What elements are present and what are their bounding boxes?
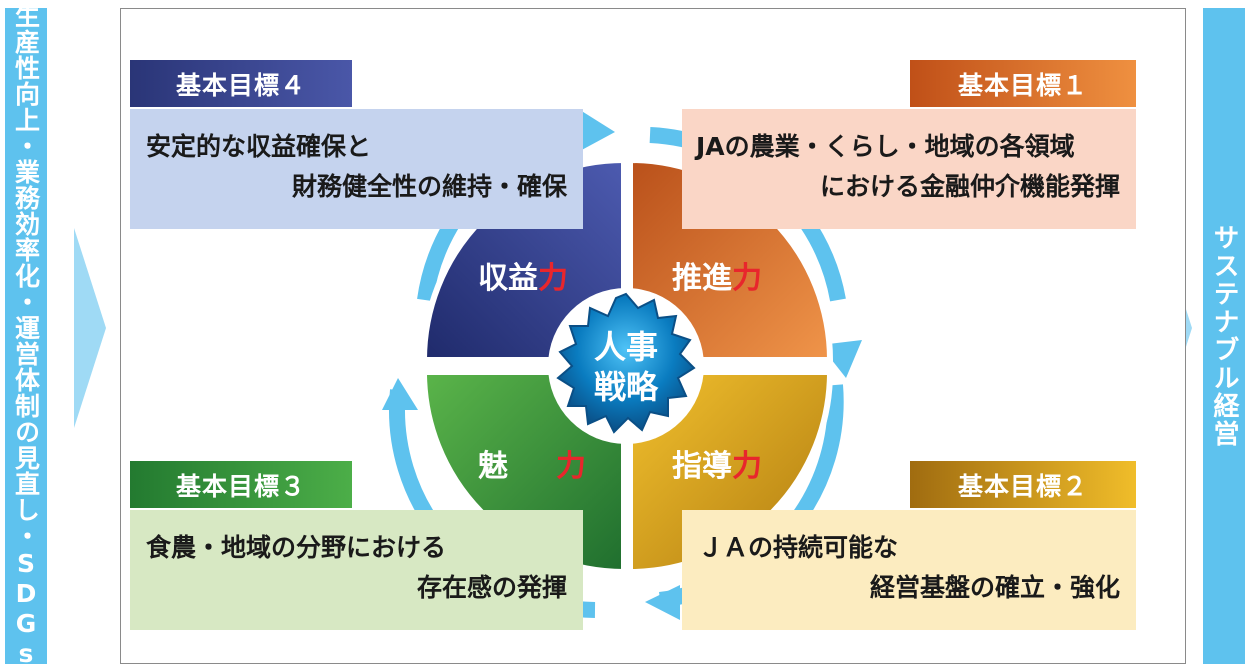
label-suffix: 力 bbox=[732, 261, 762, 296]
right-theme-text: サステナブル経営 bbox=[1209, 224, 1239, 448]
left-theme-text: 生産性向上・業務効率化・運営体制の見直し・SDGs bbox=[11, 3, 41, 669]
label-main: 推進 bbox=[672, 261, 732, 296]
goal3-title: 基本目標３ bbox=[130, 461, 352, 508]
goal1-box: JAの農業・くらし・地域の各領域 における金融仲介機能発揮 bbox=[682, 109, 1136, 229]
goal1-title: 基本目標１ bbox=[910, 60, 1136, 107]
quadrant-label-top-right: 推進力 bbox=[672, 261, 762, 296]
left-chevron-arrow bbox=[74, 228, 106, 428]
goal2-line2: 経営基盤の確立・強化 bbox=[869, 573, 1120, 602]
center-label-line2: 戦略 bbox=[594, 368, 659, 406]
right-theme-bar: サステナブル経営 bbox=[1203, 8, 1245, 664]
arrowhead-left bbox=[382, 378, 418, 410]
goal2-line1: ＪＡの持続可能な bbox=[698, 533, 899, 562]
goal3-line1: 食農・地域の分野における bbox=[146, 533, 447, 562]
label-main: 魅 bbox=[478, 449, 508, 484]
center-label-line1: 人事 bbox=[594, 328, 658, 366]
goal2-title: 基本目標２ bbox=[910, 461, 1136, 508]
gear-icon bbox=[548, 288, 704, 444]
left-theme-bar: 生産性向上・業務効率化・運営体制の見直し・SDGs bbox=[5, 3, 47, 669]
arrowhead-bottom bbox=[645, 585, 680, 620]
goal3-line2: 存在感の発揮 bbox=[416, 573, 567, 602]
goal4-title: 基本目標４ bbox=[130, 60, 352, 107]
quadrant-label-bottom-left-suffix: 力 bbox=[556, 449, 586, 484]
label-suffix: 力 bbox=[538, 261, 568, 296]
goal4-line2: 財務健全性の維持・確保 bbox=[291, 172, 567, 201]
quadrant-label-bottom-right: 指導力 bbox=[672, 449, 762, 484]
goal1-line1: JAの農業・くらし・地域の各領域 bbox=[696, 132, 1075, 161]
goal4-box: 安定的な収益確保と 財務健全性の維持・確保 bbox=[130, 109, 583, 229]
goal3-box: 食農・地域の分野における 存在感の発揮 bbox=[130, 510, 583, 630]
arrowhead-top bbox=[578, 110, 615, 152]
label-suffix: 力 bbox=[732, 449, 762, 484]
goal1-line2: における金融仲介機能発揮 bbox=[819, 172, 1120, 201]
goal4-line1: 安定的な収益確保と bbox=[146, 132, 372, 161]
quadrant-label-bottom-left: 魅 bbox=[478, 449, 508, 484]
label-main: 収益 bbox=[478, 261, 538, 296]
quadrant-label-top-left: 収益力 bbox=[478, 261, 568, 296]
goal2-box: ＪＡの持続可能な 経営基盤の確立・強化 bbox=[682, 510, 1136, 630]
label-main: 指導 bbox=[672, 449, 732, 484]
